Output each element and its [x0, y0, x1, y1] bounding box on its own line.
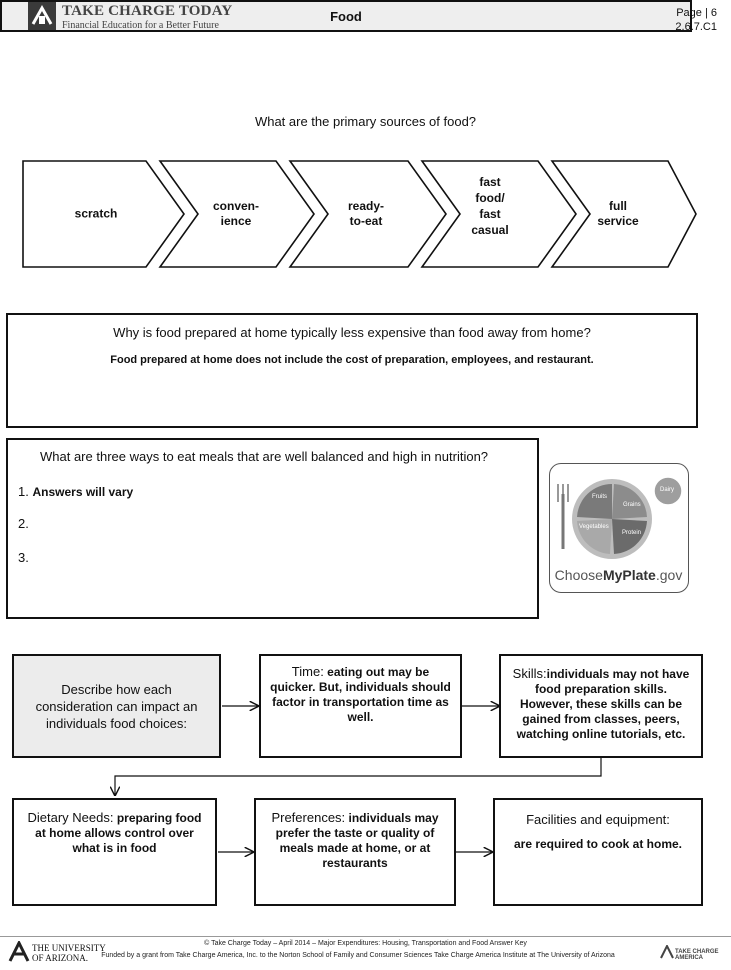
chevron-label-scratch: scratch	[74, 206, 118, 221]
nutrition-item-2: 2.	[18, 516, 29, 531]
plate-vegetables: Vegetables	[579, 524, 609, 530]
preferences-content: Preferences: individuals may prefer the …	[271, 810, 439, 870]
chevron-ready-to-eat	[288, 160, 447, 268]
take-charge-today-logo-icon	[28, 2, 56, 30]
university-of-arizona-wordmark: THE UNIVERSITY OF ARIZONA.	[32, 943, 106, 963]
chevron-full-service	[550, 160, 697, 268]
take-charge-america-wordmark: TAKE CHARGE AMERICA	[675, 949, 719, 961]
brand-tagline: Financial Education for a Better Future	[62, 20, 219, 31]
university-of-arizona-logo-icon	[8, 939, 30, 963]
page-label: Page | 6	[676, 7, 717, 19]
brand-name: TAKE CHARGE TODAY	[62, 3, 233, 19]
plate-grains: Grains	[623, 502, 641, 508]
nutrition-question-box: What are three ways to eat meals that ar…	[6, 438, 539, 619]
consideration-intro: Describe how each consideration can impa…	[35, 681, 198, 731]
chevron-convenience	[158, 160, 315, 268]
myplate-caption: ChooseMyPlate.gov	[554, 567, 683, 583]
footer-copyright: © Take Charge Today – April 2014 – Major…	[204, 940, 527, 947]
time-content: Time: eating out may be quicker. But, in…	[270, 664, 451, 724]
chevron-scratch	[22, 160, 185, 268]
myplate-graphic: Fruits Grains Vegetables Protein Dairy C…	[549, 463, 689, 593]
nutrition-item-3: 3.	[18, 550, 29, 565]
skills-box: Skills:individuals may not have food pre…	[499, 654, 703, 758]
facilities-label: Facilities and equipment:	[526, 812, 670, 827]
flow-arrows	[0, 640, 602, 870]
take-charge-america-logo-icon	[660, 943, 674, 959]
plate-dairy: Dairy	[660, 487, 675, 493]
chevron-label-ready-to-eat: ready- to-eat	[347, 199, 385, 228]
cost-answer: Food prepared at home does not include t…	[110, 354, 594, 366]
page-number: Page | 6 2.6.7.C1	[675, 6, 717, 34]
preferences-box: Preferences: individuals may prefer the …	[254, 798, 456, 906]
skills-content: Skills:individuals may not have food pre…	[512, 666, 690, 741]
document-code: 2.6.7.C1	[675, 21, 717, 33]
food-sources-chevrons: scratch conven- ience ready- to-eat fast…	[18, 158, 698, 270]
cost-question-box: Why is food prepared at home typically l…	[6, 313, 698, 428]
nutrition-item-1: 1. Answers will vary	[18, 484, 134, 499]
time-box: Time: eating out may be quicker. But, in…	[259, 654, 462, 758]
plate-protein: Protein	[622, 530, 642, 536]
plate-fruits: Fruits	[592, 494, 607, 500]
footer-funding: Funded by a grant from Take Charge Ameri…	[101, 952, 615, 959]
facilities-text: are required to cook at home.	[513, 837, 683, 851]
footer-divider	[0, 936, 731, 937]
sources-question: What are the primary sources of food?	[254, 114, 477, 129]
myplate-icon	[557, 476, 683, 559]
facilities-box: Facilities and equipment: are required t…	[493, 798, 703, 906]
chevron-label-fast-food: fast food/ fast casual	[471, 175, 509, 237]
chevron-label-convenience: conven- ience	[212, 199, 260, 228]
chevron-label-full-service: full service	[597, 199, 639, 228]
consideration-intro-box: Describe how each consideration can impa…	[12, 654, 221, 758]
page-title: Food	[0, 0, 692, 32]
dietary-needs-box: Dietary Needs: preparing food at home al…	[12, 798, 217, 906]
cost-question: Why is food prepared at home typically l…	[113, 325, 591, 340]
nutrition-question: What are three ways to eat meals that ar…	[40, 449, 489, 464]
chevron-fast-food	[420, 160, 577, 268]
dietary-needs-content: Dietary Needs: preparing food at home al…	[27, 810, 202, 855]
